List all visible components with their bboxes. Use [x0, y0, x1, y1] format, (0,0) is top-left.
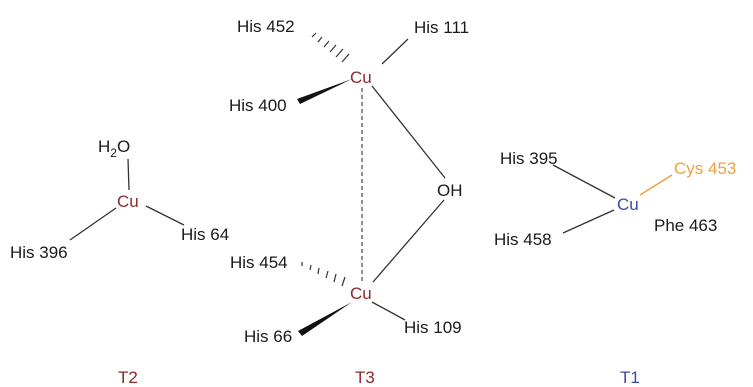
t3-copper-top: Cu	[350, 68, 372, 87]
t3-wedge-his66	[298, 302, 352, 336]
t3-his-454: His 454	[230, 253, 288, 272]
t3-site: His 452 His 111 Cu His 400 OH His 454 Cu…	[229, 17, 469, 387]
t3-site-label: T3	[355, 368, 375, 387]
t3-his-109: His 109	[404, 318, 462, 337]
t1-phe-463: Phe 463	[654, 216, 717, 235]
t3-copper-bottom: Cu	[350, 284, 372, 303]
t1-his-458: His 458	[494, 230, 552, 249]
t1-his-395: His 395	[500, 149, 558, 168]
t2-site-label: T2	[118, 368, 138, 387]
t2-water-label: H2O	[98, 137, 130, 160]
t3-hashed-bond-his452	[311, 32, 350, 63]
t2-bond-water	[127, 158, 130, 191]
t3-hydroxide: OH	[437, 181, 463, 200]
t3-bond-his109	[371, 301, 406, 321]
t3-his-66: His 66	[244, 327, 292, 346]
t1-site: His 395 Cys 453 Cu Phe 463 His 458 T1	[494, 149, 736, 387]
t1-copper: Cu	[617, 195, 639, 214]
t3-wedge-his400	[297, 79, 352, 104]
t3-hashed-bond-his454	[301, 262, 346, 287]
t3-his-400: His 400	[229, 96, 287, 115]
t2-copper: Cu	[117, 192, 139, 211]
t1-site-label: T1	[620, 368, 640, 387]
t1-bond-his395	[552, 164, 616, 199]
t1-bond-his458	[562, 209, 615, 234]
t2-site: H2O Cu His 396 His 64 T2	[10, 137, 229, 387]
t1-bond-cys453	[639, 174, 673, 196]
t3-bond-oh-cu-bottom	[372, 199, 445, 283]
t2-his-396: His 396	[10, 243, 68, 262]
t2-his-64: His 64	[181, 225, 229, 244]
t2-bond-his64	[145, 205, 185, 226]
t3-his-111: His 111	[414, 18, 469, 37]
t3-bond-cu-top-oh	[371, 85, 446, 179]
t2-bond-his396	[69, 207, 117, 241]
t3-his-452: His 452	[237, 17, 295, 36]
t1-cys-453: Cys 453	[674, 159, 736, 178]
t3-bond-his111	[381, 38, 409, 65]
